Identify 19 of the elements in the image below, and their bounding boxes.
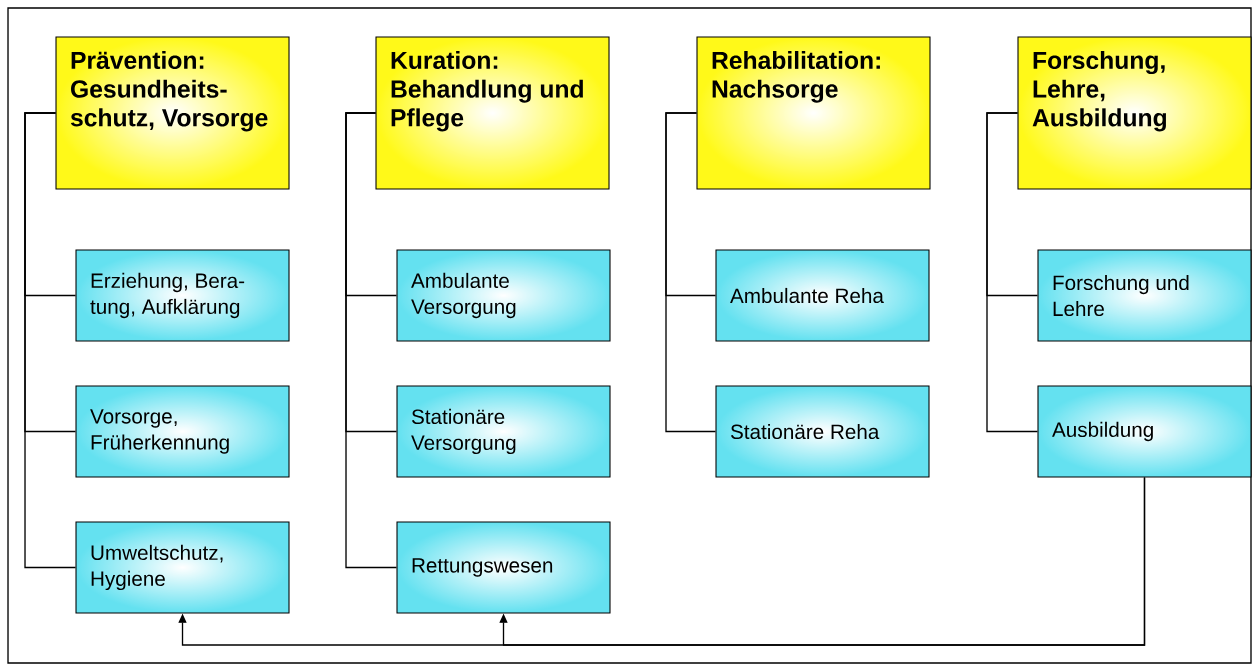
connector-line [986, 112, 1039, 433]
connector-line [24, 112, 77, 569]
process-box: Ambulante Reha [715, 249, 930, 342]
process-box: Ambulante Versorgung [396, 249, 611, 342]
connector-line [345, 112, 398, 569]
process-box: Forschung und Lehre [1037, 249, 1252, 342]
process-box: Stationäre Reha [715, 385, 930, 478]
header-box: Forschung, Lehre, Ausbildung [1017, 36, 1252, 190]
process-box: Erziehung, Bera- tung, Aufklärung [75, 249, 290, 342]
process-box: Umweltschutz, Hygiene [75, 521, 290, 614]
header-box: Kuration: Behandlung und Pflege [375, 36, 610, 190]
header-box: Rehabilitation: Nachsorge [696, 36, 931, 190]
arrow [178, 476, 1146, 646]
process-box: Vorsorge, Früherkennung [75, 385, 290, 478]
process-box: Ausbildung [1037, 385, 1252, 478]
header-box: Prävention: Gesundheits- schutz, Vorsorge [55, 36, 290, 190]
connector-line [665, 112, 717, 433]
process-box: Rettungswesen [396, 521, 611, 614]
process-box: Stationäre Versorgung [396, 385, 611, 478]
